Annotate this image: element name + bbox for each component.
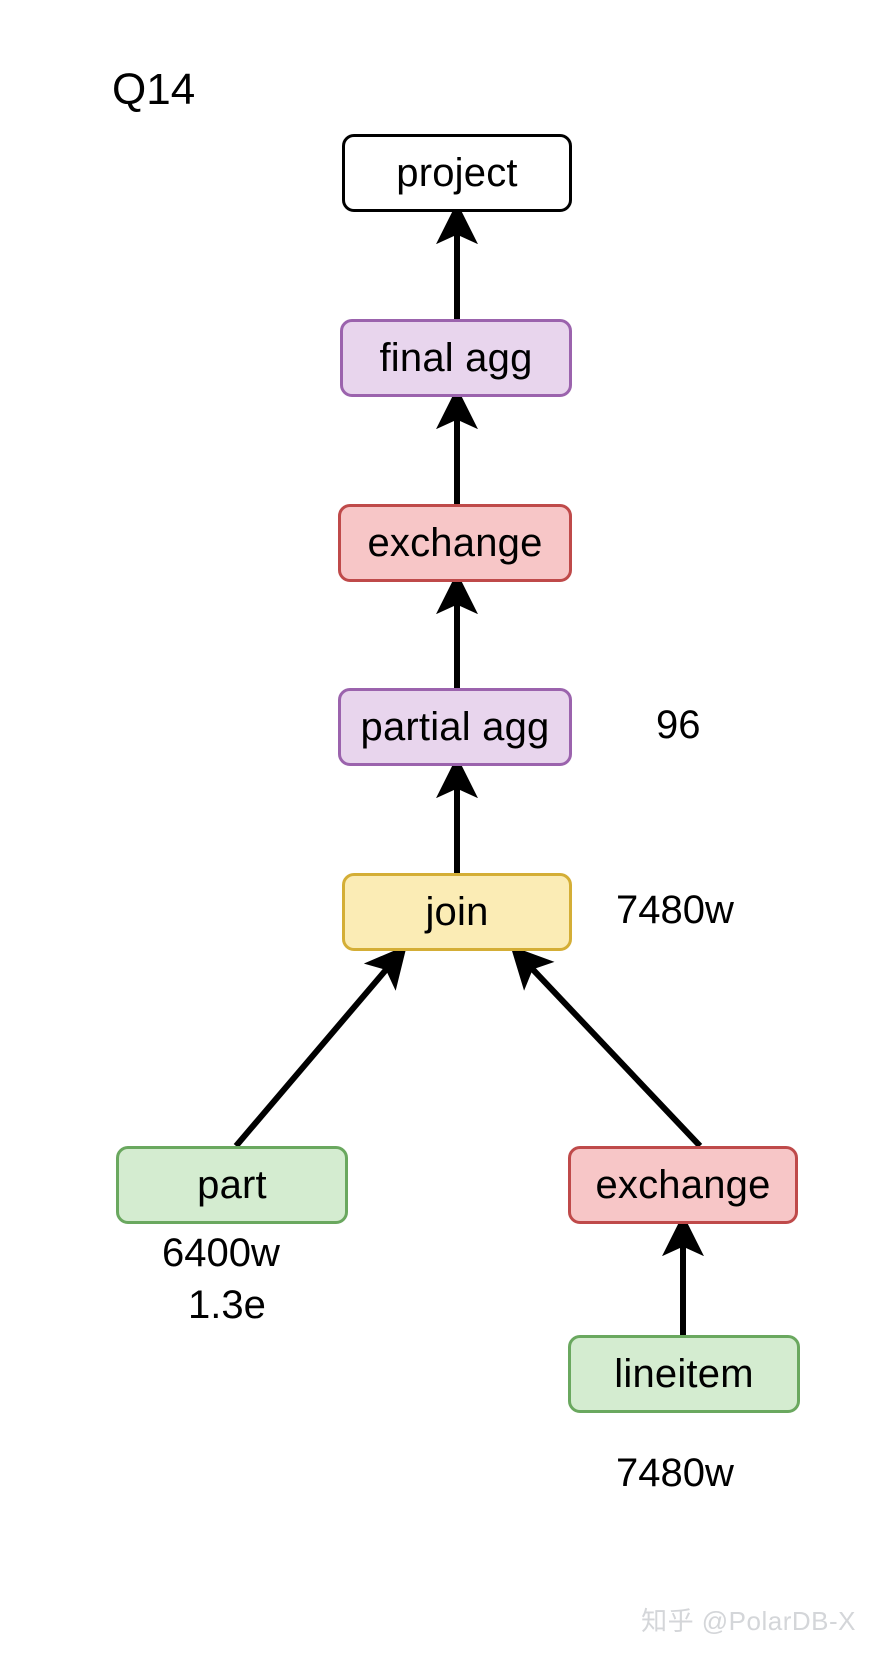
annotation-lineitem-rows: 7480w xyxy=(616,1451,734,1495)
node-join[interactable]: join xyxy=(342,873,572,951)
node-partial-agg[interactable]: partial agg xyxy=(338,688,572,766)
annotation-partial-agg-rows: 96 xyxy=(656,703,701,747)
node-part[interactable]: part xyxy=(116,1146,348,1224)
annotation-part-cost: 1.3e xyxy=(188,1283,266,1327)
annotation-join-rows: 7480w xyxy=(616,888,734,932)
page-title: Q14 xyxy=(112,65,196,114)
node-project[interactable]: project xyxy=(342,134,572,212)
annotation-part-rows: 6400w xyxy=(162,1231,280,1275)
watermark: 知乎 @PolarDB-X xyxy=(641,1606,856,1636)
node-exchange-top[interactable]: exchange xyxy=(338,504,572,582)
edge-part-to-join xyxy=(233,945,407,1148)
edge-exchange-right-to-join xyxy=(510,945,703,1149)
node-exchange-right[interactable]: exchange xyxy=(568,1146,798,1224)
node-final-agg[interactable]: final agg xyxy=(340,319,572,397)
node-lineitem[interactable]: lineitem xyxy=(568,1335,800,1413)
